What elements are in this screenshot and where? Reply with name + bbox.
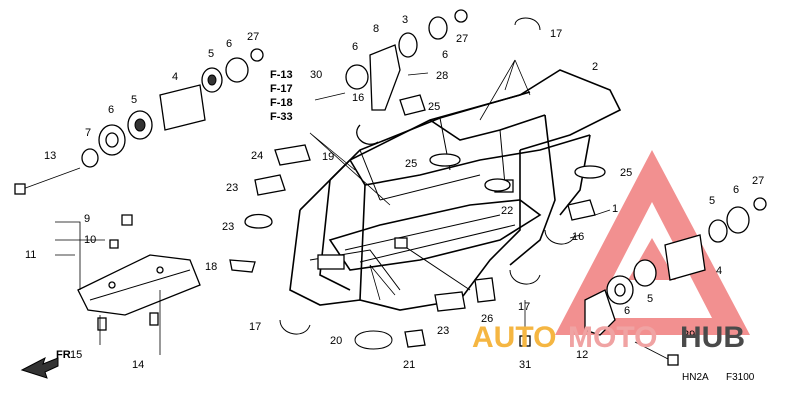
diagram-code-left: HN2A xyxy=(682,372,709,383)
callout-25-c: 25 xyxy=(620,167,632,179)
callout-16-b: 16 xyxy=(572,231,584,243)
callout-27-b: 27 xyxy=(456,33,468,45)
callout-26: 26 xyxy=(481,313,493,325)
callout-17-a: 17 xyxy=(550,28,562,40)
callout-23-b: 23 xyxy=(222,221,234,233)
right-shaft-assembly xyxy=(584,197,767,366)
callout-6-a: 6 xyxy=(226,38,232,50)
callout-3: 3 xyxy=(402,14,408,26)
callout-10: 10 xyxy=(84,234,96,246)
callout-17-b: 17 xyxy=(249,321,261,333)
callout-1: 1 xyxy=(612,203,618,215)
callout-31: 31 xyxy=(519,359,531,371)
ref-code-f33: F-33 xyxy=(270,111,293,123)
ref-code-f18: F-18 xyxy=(270,97,293,109)
callout-6-c: 6 xyxy=(352,41,358,53)
callout-30: 30 xyxy=(310,69,322,81)
clamps-and-clips xyxy=(109,17,606,350)
callout-18: 18 xyxy=(205,261,217,273)
callout-8: 8 xyxy=(373,23,379,35)
callout-27-c: 27 xyxy=(752,175,764,187)
callout-13: 13 xyxy=(44,150,56,162)
reference-codes: F-13 F-17 F-18 F-33 xyxy=(270,69,293,123)
diagram-code-right: F3100 xyxy=(726,372,755,383)
callout-6-e: 6 xyxy=(733,184,739,196)
callout-23-c: 23 xyxy=(437,325,449,337)
callout-5-b: 5 xyxy=(131,94,137,106)
watermark-word-moto: MOTO xyxy=(568,321,657,354)
callout-21: 21 xyxy=(403,359,415,371)
callout-4-right: 4 xyxy=(716,265,722,277)
callout-24: 24 xyxy=(251,150,263,162)
watermark-word-auto: AUTO xyxy=(472,321,556,354)
callout-5-d: 5 xyxy=(647,293,653,305)
callout-5-c: 5 xyxy=(709,195,715,207)
forward-arrow: FR xyxy=(20,349,71,379)
ref-code-f17: F-17 xyxy=(270,83,293,95)
watermark-wordmark: AUTO MOTO HUB xyxy=(472,321,745,354)
callout-6-d: 6 xyxy=(442,49,448,61)
callout-23-a: 23 xyxy=(226,182,238,194)
callout-4-left: 4 xyxy=(172,71,178,83)
skid-plate xyxy=(77,254,201,331)
callout-12: 12 xyxy=(576,349,588,361)
callout-19: 19 xyxy=(322,151,334,163)
callout-5-a: 5 xyxy=(208,48,214,60)
watermark-triangle-shape xyxy=(555,150,750,335)
center-top-parts xyxy=(314,9,468,145)
watermark-word-hub: HUB xyxy=(680,321,745,354)
callout-20: 20 xyxy=(330,335,342,347)
callout-11: 11 xyxy=(25,249,36,261)
callout-6-b: 6 xyxy=(108,104,114,116)
forward-label: FR xyxy=(56,349,71,361)
callout-25-b: 25 xyxy=(405,158,417,170)
callout-6-f: 6 xyxy=(624,305,630,317)
callout-17-c: 17 xyxy=(518,301,530,313)
callout-15: 15 xyxy=(70,349,82,361)
callout-28: 28 xyxy=(436,70,448,82)
callout-29: 29 xyxy=(683,329,695,341)
callout-2: 2 xyxy=(592,61,598,73)
leader-lines xyxy=(55,59,611,355)
callout-14: 14 xyxy=(132,359,144,371)
callout-25-a: 25 xyxy=(428,101,440,113)
callout-27-a: 27 xyxy=(247,31,259,43)
left-shaft-assembly xyxy=(14,48,264,195)
callout-9: 9 xyxy=(84,213,90,225)
callout-22: 22 xyxy=(501,205,513,217)
callout-labels: 1 2 3 4 4 5 5 5 5 6 6 6 6 6 6 7 8 9 10 1… xyxy=(25,14,764,371)
ref-code-f13: F-13 xyxy=(270,69,293,81)
callout-7: 7 xyxy=(85,127,91,139)
main-frame xyxy=(289,69,622,311)
callout-16-a: 16 xyxy=(352,92,364,104)
